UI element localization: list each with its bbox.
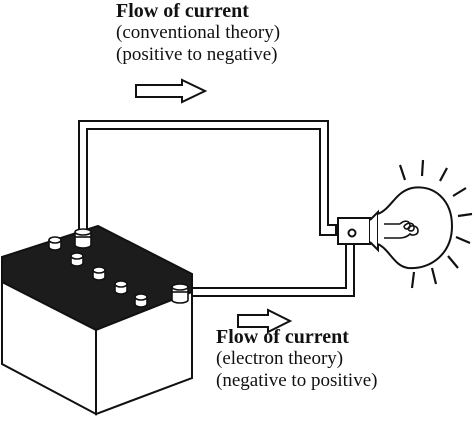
- negative-wire: [186, 243, 355, 297]
- battery: [1, 224, 193, 416]
- cell-cap: [134, 293, 148, 308]
- electron-flow-direction: (negative to positive): [216, 370, 378, 391]
- cell-cap: [70, 252, 84, 267]
- cell-cap: [48, 236, 62, 251]
- light-rays: [398, 159, 473, 289]
- conventional-flow-title: Flow of current: [116, 0, 249, 22]
- positive-wire: [78, 120, 337, 236]
- electron-flow-theory: (electron theory): [216, 348, 344, 369]
- electron-flow-label: Flow of current (electron theory) (negat…: [216, 326, 377, 392]
- lamp-socket: [337, 209, 379, 253]
- battery-caps: [48, 236, 148, 308]
- socket-contact: [347, 228, 357, 238]
- cell-cap: [92, 266, 106, 281]
- conventional-flow-theory: (conventional theory): [116, 22, 281, 43]
- negative-terminal: [171, 283, 189, 304]
- conventional-flow-direction: (positive to negative): [116, 44, 278, 65]
- conventional-flow-arrow: [135, 78, 208, 104]
- positive-terminal: [74, 228, 92, 249]
- conventional-flow-label: Flow of current (conventional theory) (p…: [116, 0, 280, 66]
- light-bulb: [377, 186, 454, 270]
- electron-flow-arrow: [237, 308, 293, 334]
- bulb-filament: [384, 220, 419, 239]
- cell-cap: [114, 280, 128, 295]
- electron-flow-title: Flow of current: [216, 326, 349, 348]
